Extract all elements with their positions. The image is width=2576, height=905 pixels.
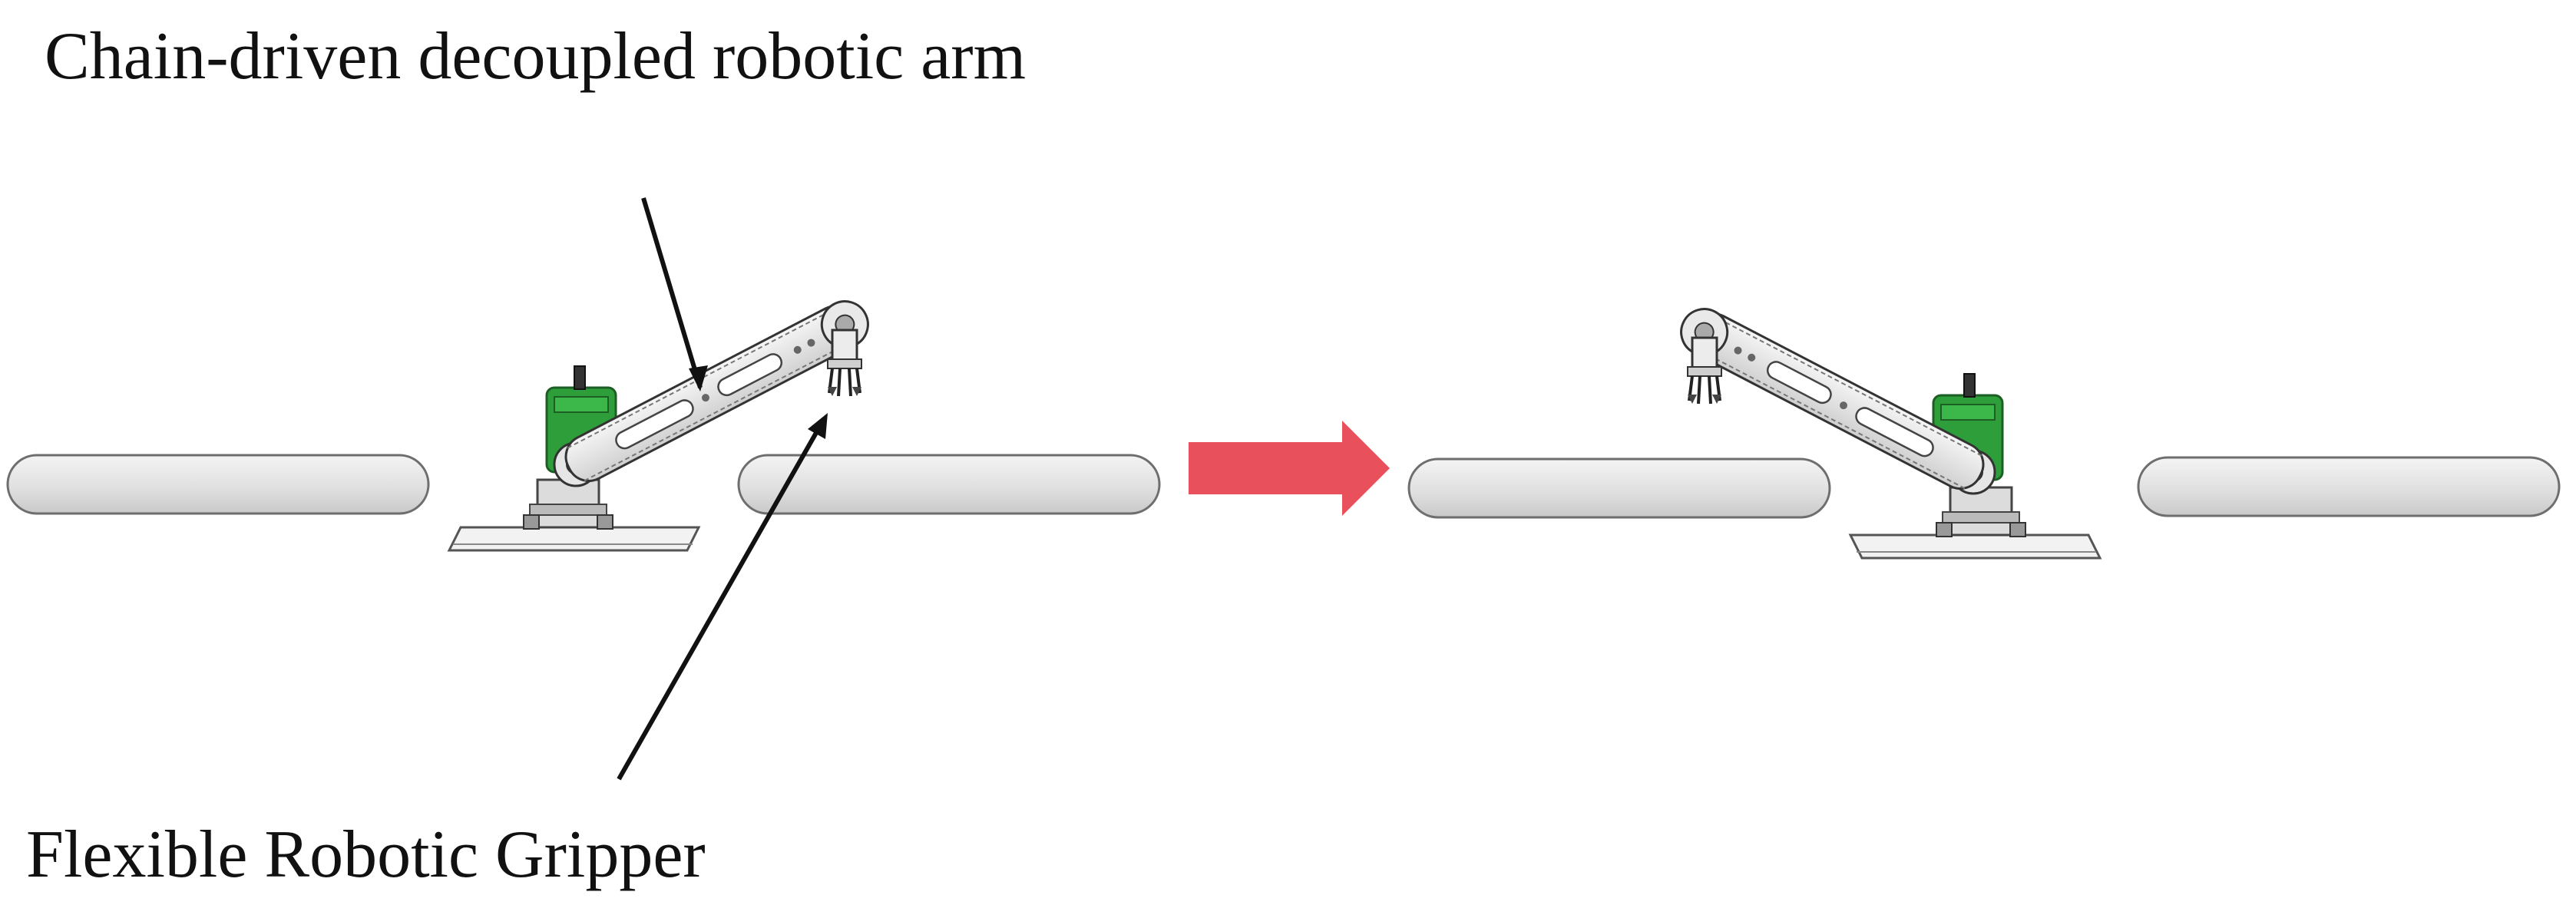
rail-segment bbox=[1407, 457, 1831, 519]
gripper-label: Flexible Robotic Gripper bbox=[26, 817, 706, 892]
robotic-arm-right bbox=[1672, 299, 2101, 560]
arm-leader-line bbox=[641, 197, 703, 388]
rail-segment bbox=[737, 454, 1161, 515]
arm-label: Chain-driven decoupled robotic arm bbox=[45, 19, 1027, 94]
right-arrow-icon bbox=[1189, 421, 1390, 516]
rail-segment bbox=[6, 454, 430, 515]
gripper-leader-arrowhead bbox=[808, 413, 828, 439]
rail-segment bbox=[2137, 456, 2561, 517]
gripper-leader-line bbox=[617, 419, 825, 781]
arm-leader-arrowhead bbox=[689, 365, 708, 391]
